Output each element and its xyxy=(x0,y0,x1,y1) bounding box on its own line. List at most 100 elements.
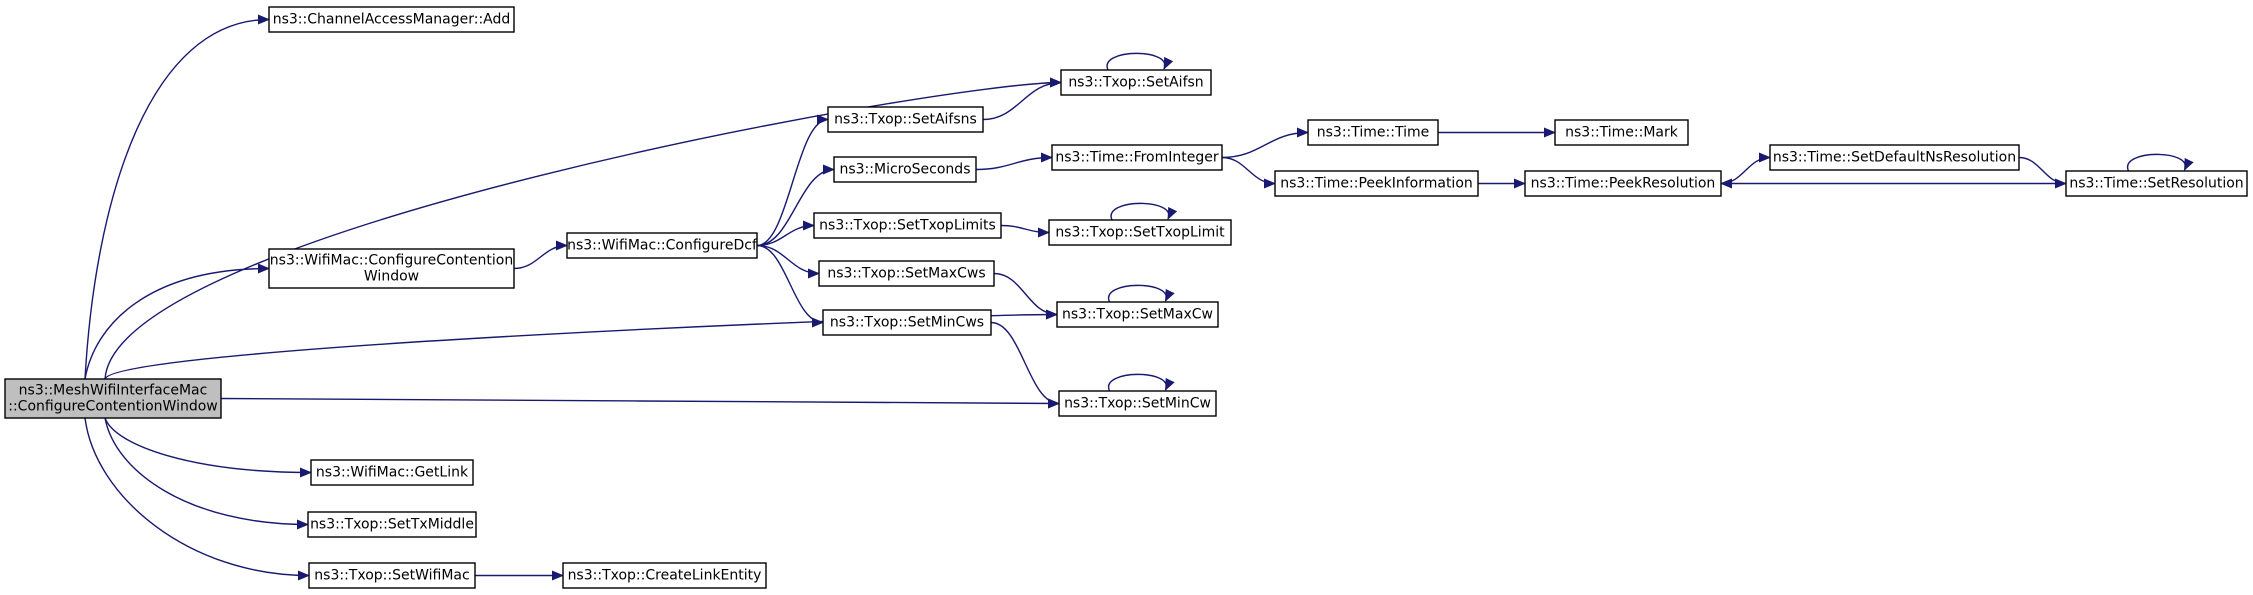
node-time-mark-box xyxy=(1554,119,1689,146)
node-root-label-1: ns3::MeshWifiInterfaceMac xyxy=(19,383,208,399)
node-root-label-2: ::ConfigureContentionWindow xyxy=(8,399,218,415)
node-time-time[interactable]: ns3::Time::Time xyxy=(1307,119,1439,146)
node-set-tx-middle-label-1: ns3::Txop::SetTxMiddle xyxy=(310,517,474,533)
node-set-min-cws-label-1: ns3::Txop::SetMinCws xyxy=(830,315,984,331)
node-set-default-ns-box xyxy=(1769,144,2020,171)
node-peek-resolution-label-1: ns3::Time::PeekResolution xyxy=(1531,176,1716,192)
node-set-min-cw[interactable]: ns3::Txop::SetMinCw xyxy=(1058,390,1217,417)
node-set-max-cw-label-1: ns3::Txop::SetMaxCw xyxy=(1062,307,1213,323)
edge-micro-seconds-to-time-from-integer xyxy=(975,152,1053,171)
node-set-tx-middle-box xyxy=(307,511,477,538)
node-set-aifsns[interactable]: ns3::Txop::SetAifsns xyxy=(827,106,984,133)
node-peek-information-box xyxy=(1274,170,1479,197)
node-micro-seconds-box xyxy=(833,156,977,183)
node-time-from-integer-box xyxy=(1051,144,1223,171)
edge-root-to-set-aifsn xyxy=(104,77,1062,380)
edge-set-min-cw-to-set-min-cw xyxy=(1108,373,1175,392)
edge-set-resolution-to-set-resolution xyxy=(2127,153,2194,172)
node-set-txop-limit-label-1: ns3::Txop::SetTxopLimit xyxy=(1055,225,1225,241)
edge-set-min-cws-to-set-min-cw xyxy=(990,321,1060,409)
edge-time-from-integer-to-peek-information xyxy=(1221,156,1276,189)
node-create-link-entity[interactable]: ns3::Txop::CreateLinkEntity xyxy=(562,562,767,589)
node-time-mark[interactable]: ns3::Time::Mark xyxy=(1554,119,1689,146)
edge-configure-dcf-to-set-aifsns xyxy=(756,114,829,247)
node-set-min-cws[interactable]: ns3::Txop::SetMinCws xyxy=(822,309,992,336)
node-cam-add[interactable]: ns3::ChannelAccessManager::Add xyxy=(268,6,515,33)
node-get-link-label-1: ns3::WifiMac::GetLink xyxy=(316,465,469,481)
node-wm-configure-cw-label-1: ns3::WifiMac::ConfigureContention xyxy=(270,253,513,269)
node-configure-dcf-box xyxy=(566,232,758,259)
node-time-time-box xyxy=(1307,119,1439,146)
node-wm-configure-cw-box xyxy=(268,248,515,289)
edge-configure-dcf-to-micro-seconds xyxy=(756,164,835,247)
edge-configure-dcf-to-set-txop-limits xyxy=(756,220,815,247)
edge-root-to-cam-add xyxy=(84,14,270,380)
node-peek-information-label-1: ns3::Time::PeekInformation xyxy=(1280,176,1473,192)
node-create-link-entity-box xyxy=(562,562,767,589)
node-set-wifi-mac-label-1: ns3::Txop::SetWifiMac xyxy=(314,568,469,584)
edge-time-from-integer-to-time-time xyxy=(1221,127,1309,159)
node-set-max-cws-box xyxy=(818,260,995,287)
node-set-max-cws-label-1: ns3::Txop::SetMaxCws xyxy=(827,266,985,282)
node-set-min-cw-label-1: ns3::Txop::SetMinCw xyxy=(1064,396,1211,412)
node-time-from-integer-label-1: ns3::Time::FromInteger xyxy=(1055,150,1218,166)
node-cam-add-box xyxy=(268,6,515,33)
node-set-min-cw-box xyxy=(1058,390,1217,417)
node-peek-information[interactable]: ns3::Time::PeekInformation xyxy=(1274,170,1479,197)
node-configure-dcf[interactable]: ns3::WifiMac::ConfigureDcf xyxy=(566,232,758,259)
edge-peek-resolution-to-set-default-ns xyxy=(1720,152,1771,185)
edge-set-txop-limit-to-set-txop-limit xyxy=(1110,202,1178,221)
node-set-wifi-mac-box xyxy=(308,562,476,589)
node-micro-seconds-label-1: ns3::MicroSeconds xyxy=(839,162,970,178)
nodes-layer: ns3::MeshWifiInterfaceMac::ConfigureCont… xyxy=(4,6,2248,589)
node-set-max-cw[interactable]: ns3::Txop::SetMaxCw xyxy=(1056,301,1219,328)
node-micro-seconds[interactable]: ns3::MicroSeconds xyxy=(833,156,977,183)
edge-configure-dcf-to-set-max-cws xyxy=(756,244,820,279)
node-set-aifsns-label-1: ns3::Txop::SetAifsns xyxy=(834,112,977,128)
edge-wm-configure-cw-to-configure-dcf xyxy=(513,240,568,270)
node-get-link-box xyxy=(310,459,474,486)
node-set-txop-limit-box xyxy=(1048,219,1232,246)
node-time-time-label-1: ns3::Time::Time xyxy=(1317,125,1429,141)
node-wm-configure-cw[interactable]: ns3::WifiMac::ConfigureContentionWindow xyxy=(268,248,515,289)
edge-configure-dcf-to-set-min-cws xyxy=(756,244,824,328)
node-set-aifsns-box xyxy=(827,106,984,133)
node-wm-configure-cw-label-2: Window xyxy=(364,269,419,285)
node-time-from-integer[interactable]: ns3::Time::FromInteger xyxy=(1051,144,1223,171)
edge-set-txop-limits-to-set-txop-limit xyxy=(1000,224,1050,238)
node-cam-add-label-1: ns3::ChannelAccessManager::Add xyxy=(273,12,511,28)
node-set-txop-limits[interactable]: ns3::Txop::SetTxopLimits xyxy=(813,212,1002,239)
node-create-link-entity-label-1: ns3::Txop::CreateLinkEntity xyxy=(568,568,762,584)
node-set-txop-limits-label-1: ns3::Txop::SetTxopLimits xyxy=(819,218,996,234)
node-set-resolution-box xyxy=(2065,170,2248,197)
edge-root-to-set-min-cw xyxy=(220,397,1060,409)
node-set-min-cws-box xyxy=(822,309,992,336)
node-set-wifi-mac[interactable]: ns3::Txop::SetWifiMac xyxy=(308,562,476,589)
node-peek-resolution-box xyxy=(1524,170,1722,197)
node-root[interactable]: ns3::MeshWifiInterfaceMac::ConfigureCont… xyxy=(4,378,222,419)
node-get-link[interactable]: ns3::WifiMac::GetLink xyxy=(310,459,474,486)
node-set-aifsn[interactable]: ns3::Txop::SetAifsn xyxy=(1060,69,1212,96)
edge-set-max-cws-to-set-max-cw xyxy=(993,272,1058,320)
edge-root-to-get-link xyxy=(104,417,312,478)
edge-set-default-ns-to-set-resolution xyxy=(2018,156,2067,189)
node-set-max-cw-box xyxy=(1056,301,1219,328)
edge-root-to-wm-configure-cw xyxy=(84,263,270,380)
node-time-mark-label-1: ns3::Time::Mark xyxy=(1565,125,1679,141)
edges-layer xyxy=(84,14,2194,581)
node-set-txop-limits-box xyxy=(813,212,1002,239)
node-set-resolution-label-1: ns3::Time::SetResolution xyxy=(2069,176,2243,192)
node-set-max-cws[interactable]: ns3::Txop::SetMaxCws xyxy=(818,260,995,287)
node-set-aifsn-label-1: ns3::Txop::SetAifsn xyxy=(1068,75,1203,91)
node-set-tx-middle[interactable]: ns3::Txop::SetTxMiddle xyxy=(307,511,477,538)
edge-root-to-set-wifi-mac xyxy=(84,417,310,581)
edge-root-to-set-tx-middle xyxy=(104,417,309,530)
node-set-resolution[interactable]: ns3::Time::SetResolution xyxy=(2065,170,2248,197)
edge-set-max-cw-to-set-max-cw xyxy=(1108,284,1175,303)
node-set-default-ns[interactable]: ns3::Time::SetDefaultNsResolution xyxy=(1769,144,2020,171)
node-set-txop-limit[interactable]: ns3::Txop::SetTxopLimit xyxy=(1048,219,1232,246)
node-peek-resolution[interactable]: ns3::Time::PeekResolution xyxy=(1524,170,1722,197)
edge-set-aifsn-to-set-aifsn xyxy=(1106,52,1174,71)
node-set-aifsn-box xyxy=(1060,69,1212,96)
